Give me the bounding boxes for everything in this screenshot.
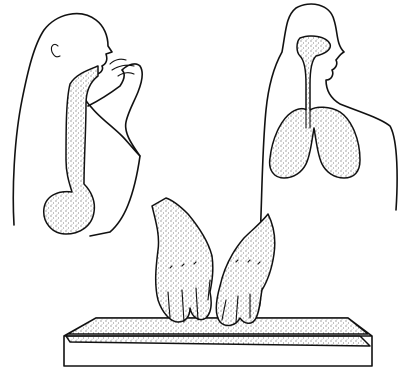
tray-inner (68, 318, 368, 334)
eating-figure-fingers (110, 59, 134, 76)
esophagus-stomach (44, 66, 98, 234)
breathing-figure (260, 4, 397, 240)
tray-top (66, 336, 370, 346)
eating-figure-ear (51, 44, 60, 56)
eating-figure (13, 14, 142, 236)
touch-scene (64, 198, 372, 366)
right-hand (216, 214, 275, 325)
